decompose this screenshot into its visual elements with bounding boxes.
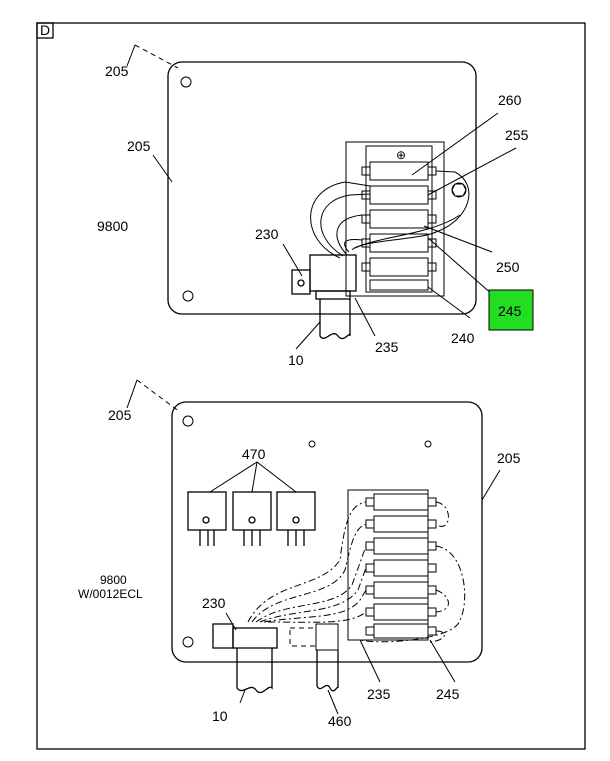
upper-assembly: ⊕ [97, 44, 534, 368]
upper-callout-10: 10 [288, 352, 304, 368]
lower-leader-470 [209, 461, 297, 493]
upper-mounting-plate [167, 61, 477, 315]
upper-callout-250: 250 [496, 259, 520, 275]
lower-callout-10: 10 [212, 708, 228, 724]
lower-stud-left [308, 440, 316, 448]
lower-leaders [126, 379, 501, 715]
upper-callout-240: 240 [451, 330, 475, 346]
upper-fuse-rows [361, 161, 437, 291]
upper-callout-205-top: 205 [105, 63, 129, 79]
upper-callout-235: 235 [375, 339, 399, 355]
lower-connector-230 [212, 623, 278, 649]
upper-cable-10 [319, 299, 351, 340]
upper-nut-hex [451, 183, 467, 197]
view-id: D [40, 22, 50, 38]
lower-relays-470 [187, 491, 316, 546]
upper-callout-245: 245 [498, 303, 522, 319]
lower-callout-470: 470 [242, 446, 266, 462]
upper-connector-230 [291, 254, 357, 300]
view-id-box [36, 22, 54, 39]
upper-mount-hole-bottom [182, 290, 194, 302]
lower-callout-460: 460 [328, 713, 352, 729]
lower-callout-235: 235 [367, 686, 391, 702]
upper-leaders [126, 44, 517, 350]
lower-callout-245: 245 [436, 686, 460, 702]
drawing-frame [36, 22, 586, 750]
highlight-245 [488, 289, 534, 331]
upper-callout-230: 230 [255, 226, 279, 242]
upper-fuse-block: ⊕ [345, 141, 445, 297]
upper-wires [310, 170, 470, 259]
lower-mounting-plate [171, 401, 483, 663]
lower-label-9800: 9800 [100, 573, 127, 587]
lower-mount-hole-bottom [182, 636, 194, 648]
lower-callout-230: 230 [202, 595, 226, 611]
upper-mount-hole-top [180, 76, 192, 88]
upper-callout-260: 260 [498, 92, 522, 108]
svg-text:⊕: ⊕ [396, 148, 406, 162]
lower-cable-10 [236, 648, 273, 694]
lower-callout-205-top: 205 [108, 407, 132, 423]
lower-mount-hole-top [182, 415, 194, 427]
upper-callout-205-left: 205 [127, 138, 151, 154]
lower-stud-right [424, 440, 432, 448]
lower-fuse-block [347, 489, 437, 641]
lower-callout-205-right: 205 [497, 450, 521, 466]
lower-cable-460 [316, 650, 339, 692]
lower-wires [247, 501, 466, 643]
upper-label-9800: 9800 [97, 218, 128, 234]
lower-assembly: 9800 W/0012ECL 205 205 470 230 235 245 1… [78, 379, 521, 729]
upper-callout-255: 255 [505, 127, 529, 143]
lower-label-option: W/0012ECL [78, 587, 143, 601]
lower-connector-dashed [289, 623, 339, 651]
